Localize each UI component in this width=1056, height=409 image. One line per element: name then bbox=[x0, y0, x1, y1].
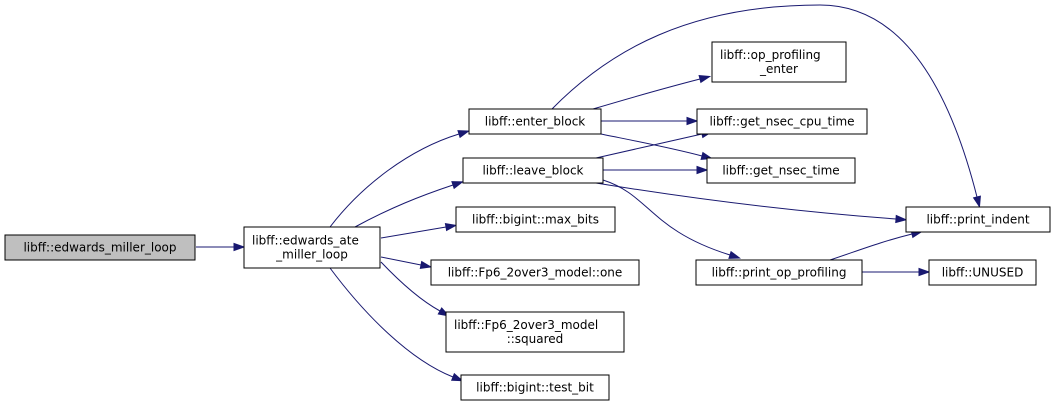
arrowhead bbox=[895, 214, 908, 224]
edge-line bbox=[380, 256, 422, 266]
nodes-layer: libff::edwards_miller_loop libff::edwards… bbox=[4, 41, 1051, 401]
node-get-nsec-time[interactable]: libff::get_nsec_time bbox=[706, 157, 856, 184]
edge-line bbox=[829, 233, 913, 261]
node-enter-block[interactable]: libff::enter_block bbox=[468, 108, 602, 135]
edge-print_op_profiling-to-UNUSED bbox=[862, 267, 931, 277]
node-label: ::squared bbox=[507, 332, 564, 346]
edge-line bbox=[329, 133, 460, 228]
edge-line bbox=[592, 78, 701, 110]
node-label: libff::Fp6_2over3_model bbox=[454, 318, 598, 332]
arrowhead bbox=[698, 75, 712, 84]
node-label: libff::enter_block bbox=[485, 115, 586, 129]
edge-line bbox=[551, 4, 978, 198]
node-box bbox=[711, 41, 847, 83]
arrowhead bbox=[686, 116, 699, 126]
node-leave-block[interactable]: libff::leave_block bbox=[462, 157, 604, 184]
node-box bbox=[430, 259, 640, 286]
node-box bbox=[706, 157, 856, 184]
node-label: libff::get_nsec_cpu_time bbox=[709, 115, 854, 129]
node-edwards-miller-loop[interactable]: libff::edwards_miller_loop bbox=[4, 234, 196, 261]
arrowhead bbox=[450, 372, 464, 382]
arrowhead bbox=[451, 181, 464, 190]
edge-edwards_ate_miller_loop-to-test_bit bbox=[329, 267, 464, 382]
node-box bbox=[4, 234, 196, 261]
edge-line bbox=[595, 182, 897, 220]
arrowhead bbox=[696, 165, 709, 175]
edge-enter_block-to-get_nsec_cpu_time bbox=[601, 116, 699, 126]
arrowhead bbox=[972, 195, 981, 209]
node-squared[interactable]: libff::Fp6_2over3_model::squared bbox=[445, 311, 625, 353]
node-print-op-profiling[interactable]: libff::print_op_profiling bbox=[695, 259, 863, 286]
arrowhead bbox=[444, 222, 458, 232]
edge-leave_block-to-print_op_profiling bbox=[602, 179, 741, 259]
node-box bbox=[455, 206, 616, 233]
edge-line bbox=[329, 267, 454, 378]
edge-line bbox=[354, 184, 454, 228]
edge-leave_block-to-get_nsec_time bbox=[603, 165, 709, 175]
edge-edwards_ate_miller_loop-to-one bbox=[380, 256, 433, 270]
node-label: libff::UNUSED bbox=[942, 266, 1024, 280]
node-one[interactable]: libff::Fp6_2over3_model::one bbox=[430, 259, 640, 286]
edge-enter_block-to-print_indent bbox=[551, 4, 981, 209]
node-box bbox=[695, 259, 863, 286]
node-label: libff::get_nsec_time bbox=[722, 164, 839, 178]
node-test-bit[interactable]: libff::bigint::test_bit bbox=[460, 374, 610, 401]
edge-edwards_ate_miller_loop-to-max_bits bbox=[380, 222, 458, 239]
node-label: libff::edwards_ate bbox=[252, 234, 359, 248]
edge-enter_block-to-get_nsec_time bbox=[595, 132, 714, 160]
node-label: libff::Fp6_2over3_model::one bbox=[448, 266, 623, 280]
node-box bbox=[696, 108, 868, 135]
edge-edwards_ate_miller_loop-to-leave_block bbox=[354, 181, 464, 228]
arrowhead bbox=[918, 267, 931, 277]
node-box bbox=[243, 226, 381, 269]
node-box bbox=[462, 157, 604, 184]
node-box bbox=[928, 259, 1037, 286]
edge-line bbox=[380, 226, 447, 239]
node-label: libff::leave_block bbox=[482, 164, 583, 178]
node-edwards-ate-miller-loop[interactable]: libff::edwards_ate_miller_loop bbox=[243, 226, 381, 269]
edge-line bbox=[595, 132, 703, 157]
edge-line bbox=[380, 261, 441, 312]
arrowhead bbox=[728, 250, 741, 259]
node-label: libff::edwards_miller_loop bbox=[23, 241, 176, 255]
node-box bbox=[468, 108, 602, 135]
node-label: _miller_loop bbox=[275, 248, 348, 262]
edge-leave_block-to-print_indent bbox=[595, 182, 908, 224]
node-label: libff::print_op_profiling bbox=[712, 266, 847, 280]
arrowhead bbox=[457, 130, 470, 139]
node-max-bits[interactable]: libff::bigint::max_bits bbox=[455, 206, 616, 233]
node-get-nsec-cpu-time[interactable]: libff::get_nsec_cpu_time bbox=[696, 108, 868, 135]
node-label: libff::print_indent bbox=[926, 213, 1029, 227]
node-box bbox=[445, 311, 625, 353]
edge-line bbox=[595, 133, 703, 159]
edge-line bbox=[602, 179, 731, 256]
arrowhead bbox=[419, 260, 433, 270]
node-box bbox=[905, 206, 1051, 233]
node-label: libff::bigint::max_bits bbox=[472, 213, 599, 227]
edge-edwards_ate_miller_loop-to-enter_block bbox=[329, 130, 470, 228]
edge-enter_block-to-op_profiling_enter bbox=[592, 75, 712, 110]
node-label: libff::bigint::test_bit bbox=[476, 381, 594, 395]
edge-print_op_profiling-to-print_indent bbox=[829, 230, 924, 261]
node-label: _enter bbox=[759, 62, 798, 76]
node-print-indent[interactable]: libff::print_indent bbox=[905, 206, 1051, 233]
node-box bbox=[460, 374, 610, 401]
arrowhead bbox=[233, 242, 246, 252]
edge-edwards_miller_loop-to-edwards_ate_miller_loop bbox=[196, 242, 246, 252]
node-UNUSED[interactable]: libff::UNUSED bbox=[928, 259, 1037, 286]
node-op-profiling-enter[interactable]: libff::op_profiling_enter bbox=[711, 41, 847, 83]
node-label: libff::op_profiling bbox=[720, 48, 821, 62]
